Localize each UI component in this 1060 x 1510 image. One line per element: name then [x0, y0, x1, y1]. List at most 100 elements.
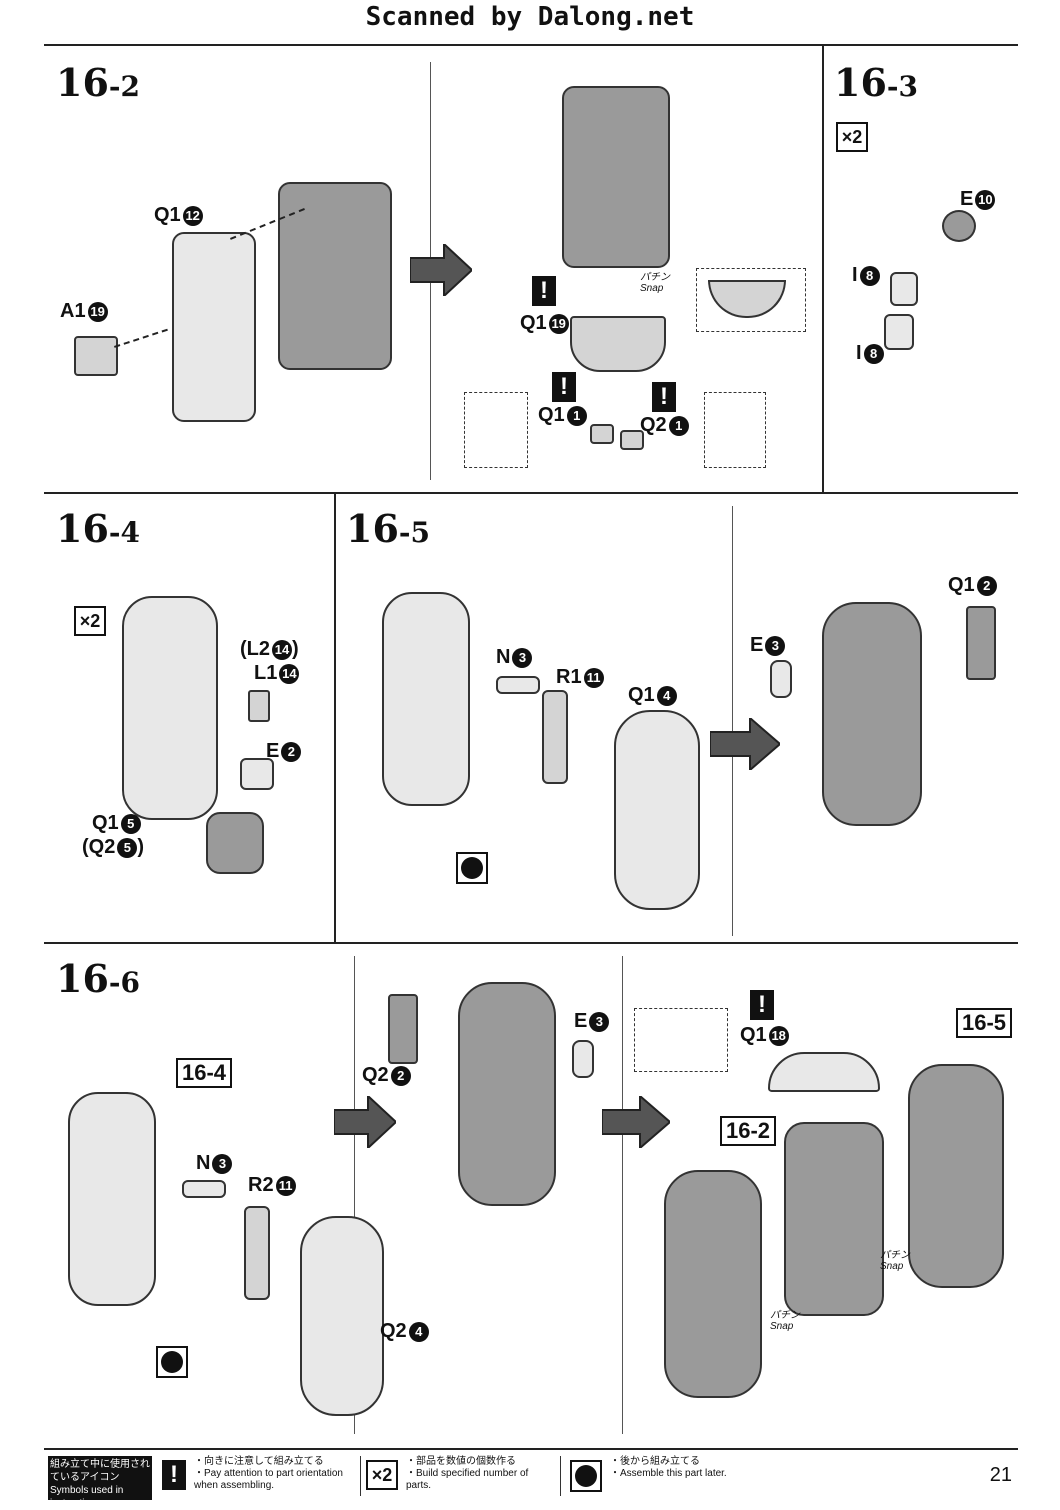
page-number: 21 — [989, 1464, 1012, 1486]
multiplier-icon: ×2 — [836, 122, 868, 152]
legend-multiplier: ・部品を数値の個数作る・Build specified number of pa… — [406, 1456, 529, 1491]
multiplier-icon: ×2 — [366, 1460, 398, 1490]
leg-outer-half — [664, 1170, 762, 1398]
part-l1-14 — [248, 690, 270, 722]
part-a1-19 — [74, 336, 118, 376]
step-number-16-3: 16-3 — [834, 60, 918, 105]
detail-inset — [464, 392, 528, 468]
assembly-shoulder — [562, 86, 670, 268]
orientation-warning-icon: ! — [750, 990, 774, 1020]
reference-step-16-5: 16-5 — [956, 1008, 1013, 1038]
multiplier-icon: ×2 — [74, 606, 106, 636]
detail-inset — [704, 392, 766, 468]
part-e10 — [942, 210, 976, 242]
next-stage-arrow-icon — [710, 718, 780, 770]
scanner-watermark: Scanned by Dalong.net — [365, 2, 695, 32]
divider — [622, 956, 623, 1434]
next-stage-arrow-icon — [602, 1096, 670, 1148]
orientation-warning-icon: ! — [532, 276, 556, 306]
part-q1-19 — [570, 316, 666, 372]
orientation-warning-icon: ! — [162, 1460, 186, 1490]
part-q1-12 — [172, 232, 256, 422]
leg-frame-part — [122, 596, 218, 820]
legend-assemble-later: ・後から組み立てる・Assemble this part later. — [610, 1456, 727, 1479]
leg-frame-part — [382, 592, 470, 806]
reference-step-16-2: 16-2 — [720, 1116, 777, 1146]
part-q1-2 — [966, 606, 996, 680]
divider — [560, 1456, 561, 1496]
divider — [822, 46, 824, 492]
detail-inset — [634, 1008, 728, 1072]
legend-orientation: ・向きに注意して組み立てる・Pay attention to part orie… — [194, 1456, 343, 1491]
leg-inner-half — [908, 1064, 1004, 1288]
part-q1-4 — [614, 710, 700, 910]
divider — [44, 492, 1018, 494]
divider — [354, 956, 355, 1434]
assemble-later-icon — [156, 1346, 188, 1378]
step-number-16-4: 16-4 — [56, 506, 140, 551]
step-number-16-5: 16-5 — [346, 506, 430, 551]
reference-step-16-4: 16-4 — [176, 1058, 233, 1088]
orientation-warning-icon: ! — [552, 372, 576, 402]
leg-assembly — [458, 982, 556, 1206]
part-q2-1 — [620, 430, 644, 450]
orientation-warning-icon: ! — [652, 382, 676, 412]
next-stage-arrow-icon — [410, 244, 472, 296]
assemble-later-icon — [456, 852, 488, 884]
part-q2-4 — [300, 1216, 384, 1416]
leg-assembly — [822, 602, 922, 826]
part-r2-11 — [244, 1206, 270, 1300]
part-e3 — [770, 660, 792, 698]
leg-core-assembly — [784, 1122, 884, 1316]
leg-frame-part — [68, 1092, 156, 1306]
detail-inset — [696, 268, 806, 332]
divider — [360, 1456, 361, 1496]
part-e2 — [240, 758, 274, 790]
part-q1-5 — [206, 812, 264, 874]
part-q1-1 — [590, 424, 614, 444]
part-q1-18 — [768, 1052, 880, 1092]
step-number-16-6: 16-6 — [56, 956, 140, 1001]
divider — [334, 492, 336, 942]
assembly-frame — [278, 182, 392, 370]
part-e3 — [572, 1040, 594, 1078]
divider — [732, 506, 733, 936]
part-i8 — [890, 272, 918, 306]
assembly-guide-line — [114, 328, 168, 348]
part-i8 — [884, 314, 914, 350]
assemble-later-icon — [570, 1460, 602, 1492]
part-n3 — [496, 676, 540, 694]
divider — [44, 942, 1018, 944]
step-number-16-2: 16-2 — [56, 60, 140, 105]
part-q2-2 — [388, 994, 418, 1064]
next-stage-arrow-icon — [334, 1096, 396, 1148]
